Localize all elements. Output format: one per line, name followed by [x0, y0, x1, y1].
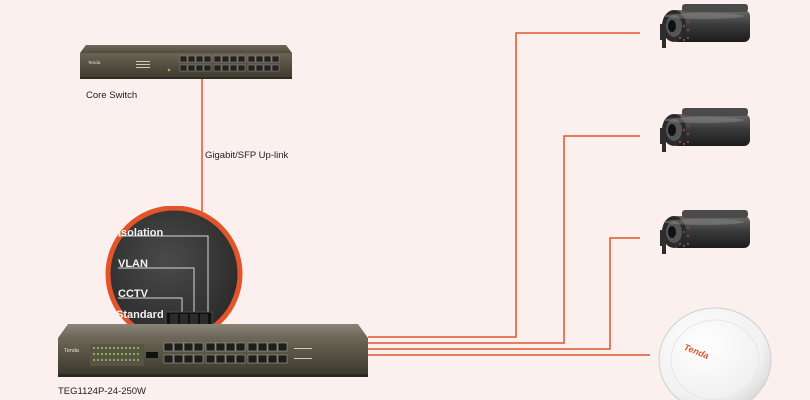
camera-3 — [660, 210, 750, 254]
core-switch: Tenda — [80, 45, 292, 79]
poe-switch-model: TEG1124P-24-250W — [58, 386, 147, 397]
camera-2 — [660, 108, 750, 152]
mode-label-vlan: VLAN — [118, 258, 148, 270]
camera-1 — [660, 4, 750, 48]
mode-label-cctv: CCTV — [118, 288, 148, 300]
camera-2-cable — [368, 135, 640, 344]
poe-switch-dip — [146, 352, 158, 358]
core-switch-label: Core Switch — [86, 90, 138, 101]
uplink-label: Gigabit/SFP Up-link — [205, 150, 289, 161]
camera-3-cable — [368, 237, 640, 350]
camera-1-cable — [368, 32, 640, 338]
poe-switch-brand: Tenda — [64, 348, 80, 354]
core-switch-ports — [179, 55, 280, 72]
poe-switch: Tenda — [58, 324, 368, 377]
mode-leader-lines — [118, 235, 209, 319]
poe-switch-status-leds — [90, 344, 144, 366]
core-switch-brand: Tenda — [88, 60, 101, 65]
poe-switch-ports — [163, 342, 288, 364]
mode-label-isolation: Isolation — [118, 227, 164, 239]
mode-label-standard: Standard — [116, 309, 164, 321]
ceiling-access-point: Tenda — [658, 307, 772, 400]
